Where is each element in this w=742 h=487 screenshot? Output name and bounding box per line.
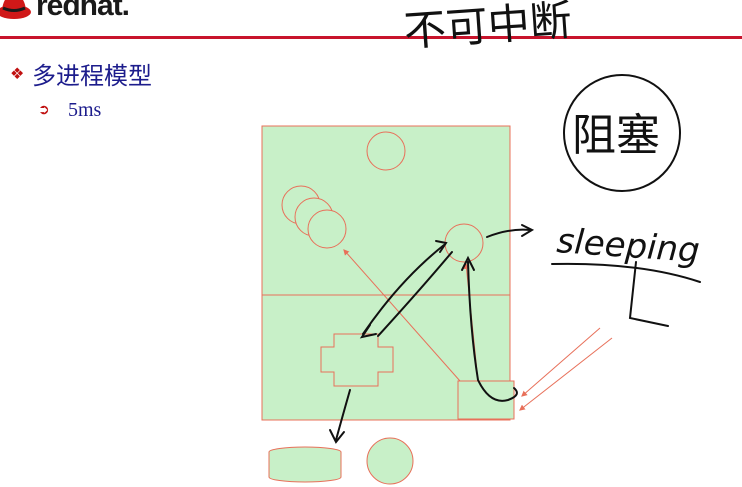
process-circle <box>307 209 347 249</box>
redhat-hat-icon <box>0 0 31 19</box>
cpu-circle <box>366 437 414 485</box>
handwritten-sleeping: sleeping <box>555 221 701 271</box>
process-circle <box>366 131 406 171</box>
handwritten-annotations <box>329 224 535 444</box>
handwritten-circle <box>563 74 681 192</box>
bullet-level1-text: 多进程模型 <box>32 62 152 90</box>
bullet-level2-text: 5ms <box>68 99 102 121</box>
bullet-level1: ❖ 多进程模型 <box>10 56 152 91</box>
scheduler-block <box>320 333 394 387</box>
handwritten-blocked: 阻塞 <box>572 110 660 161</box>
bullet-level2: ➲ 5ms <box>38 99 101 122</box>
disk-cylinder-icon <box>268 452 342 483</box>
diamond-bullet-icon: ❖ <box>10 65 25 83</box>
red-arrow <box>343 249 461 382</box>
redhat-logo: redhat. <box>0 0 130 26</box>
header-divider <box>0 36 742 39</box>
handwritten-uninterruptible: 不可中断 <box>402 0 573 56</box>
red-arrow <box>519 337 613 411</box>
logo-wordmark: redhat. <box>36 0 130 22</box>
arrow-bullet-icon: ➲ <box>38 103 50 118</box>
red-arrow <box>521 327 601 397</box>
sleeping-underline <box>551 261 701 327</box>
sleeping-process-circle <box>444 223 484 263</box>
